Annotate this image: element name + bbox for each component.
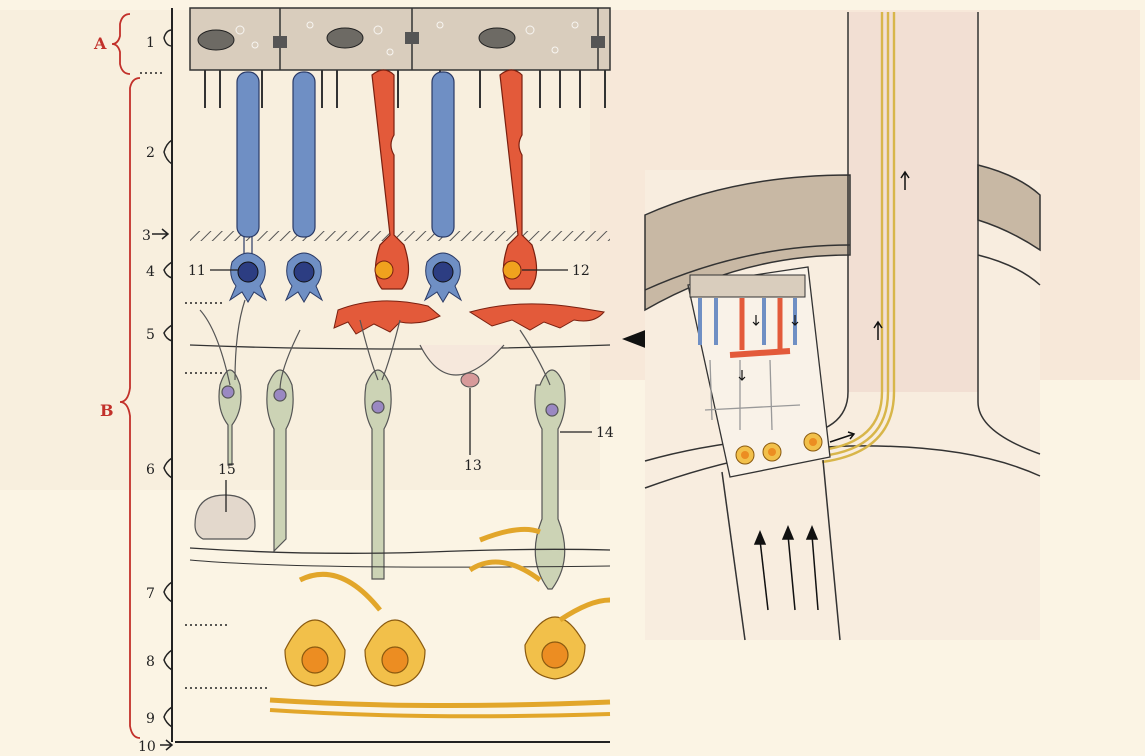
- layer-label: 5: [146, 327, 155, 343]
- layer-label: 7: [146, 586, 155, 602]
- layer-label: 1: [146, 35, 155, 51]
- callout-11: 11: [188, 263, 206, 279]
- layer-label: 9: [146, 711, 155, 727]
- region-label-b: B: [100, 401, 114, 420]
- layer-label: 10: [138, 739, 156, 755]
- layer-label: 6: [146, 462, 155, 478]
- region-label-a: A: [93, 34, 107, 53]
- callout-14: 14: [596, 425, 614, 441]
- layer-label: 8: [146, 654, 155, 670]
- callout-12: 12: [572, 263, 590, 279]
- layer-label: 4: [146, 264, 155, 280]
- layer-label: 2: [146, 145, 155, 161]
- amacrine-cell: [195, 495, 255, 539]
- layer-label: 3: [142, 228, 151, 244]
- callout-13: 13: [464, 458, 482, 474]
- callout-15: 15: [218, 462, 236, 478]
